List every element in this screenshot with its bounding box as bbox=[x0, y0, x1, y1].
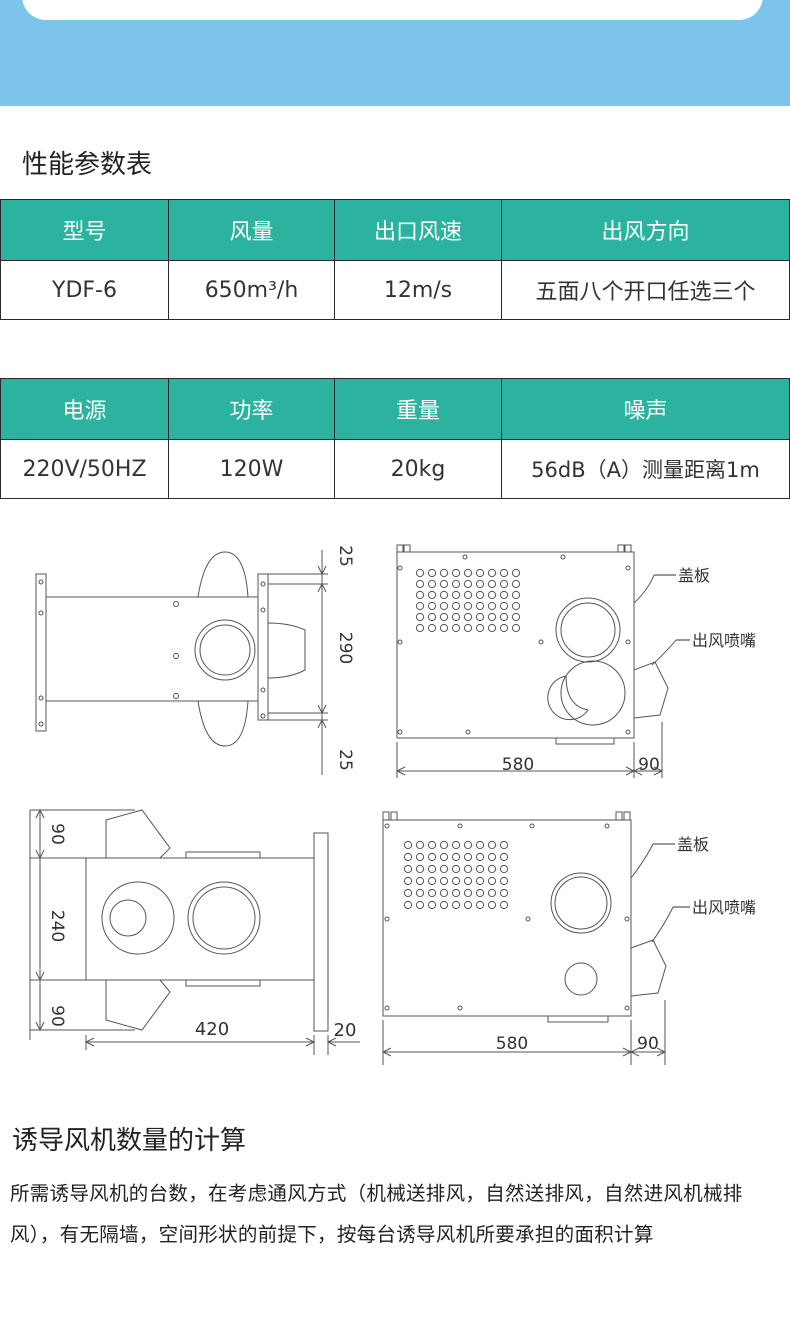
perf-table-title: 性能参数表 bbox=[22, 150, 153, 180]
front-view-top-right bbox=[395, 544, 690, 778]
table-row: 220V/50HZ 120W 20kg 56dB（A）测量距离1m bbox=[0, 439, 790, 499]
technical-drawing: 25 290 25 盖板 出风喷嘴 580 90 bbox=[29, 544, 756, 1065]
top-banner bbox=[0, 0, 790, 106]
label-nozzle-bottom: 出风喷嘴 bbox=[692, 898, 756, 917]
dim-240: 240 bbox=[47, 910, 67, 942]
table-row: YDF-6 650m³/h 12m/s 五面八个开口任选三个 bbox=[0, 260, 790, 320]
dim-290: 290 bbox=[335, 632, 355, 664]
table-cell: 120W bbox=[168, 439, 335, 499]
dim-90-top: 90 bbox=[638, 755, 660, 775]
label-nozzle-top: 出风喷嘴 bbox=[692, 631, 756, 650]
side-view-top-left bbox=[35, 550, 328, 775]
calc-section-title: 诱导风机数量的计算 bbox=[12, 1126, 247, 1156]
dim-top-25: 25 bbox=[335, 545, 355, 567]
front-view-bottom-right bbox=[381, 811, 690, 1065]
table-cell: 12m/s bbox=[334, 260, 502, 320]
dim-left-90-bottom: 90 bbox=[47, 1005, 67, 1027]
table-cell: 650m³/h bbox=[168, 260, 335, 320]
table-header-cell: 重量 bbox=[334, 378, 502, 440]
table-header-cell: 电源 bbox=[0, 378, 169, 440]
table-cell: 220V/50HZ bbox=[0, 439, 169, 499]
table-header-cell: 型号 bbox=[0, 199, 169, 261]
dim-580-top: 580 bbox=[502, 755, 534, 775]
spec-table-2: 电源 功率 重量 噪声 220V/50HZ 120W 20kg 56dB（A）测… bbox=[0, 378, 790, 499]
dim-20: 20 bbox=[334, 1020, 357, 1041]
table-header-cell: 风量 bbox=[168, 199, 335, 261]
dim-90-bottom: 90 bbox=[637, 1034, 659, 1054]
label-cover-top: 盖板 bbox=[678, 566, 710, 585]
dim-left-90-top: 90 bbox=[47, 823, 67, 845]
table-cell: 56dB（A）测量距离1m bbox=[501, 439, 790, 499]
table-cell: YDF-6 bbox=[0, 260, 169, 320]
banner-card bbox=[22, 0, 763, 20]
table-cell: 20kg bbox=[334, 439, 502, 499]
table-header-cell: 功率 bbox=[168, 378, 335, 440]
dim-420: 420 bbox=[195, 1019, 229, 1040]
table-header-cell: 出风方向 bbox=[501, 199, 790, 261]
calc-section-body: 所需诱导风机的台数，在考虑通风方式（机械送排风，自然送排风，自然进风机械排风），… bbox=[10, 1182, 743, 1246]
vent-hole-grid bbox=[403, 840, 509, 910]
dim-580-bottom: 580 bbox=[496, 1034, 528, 1054]
table-header-row: 电源 功率 重量 噪声 bbox=[0, 378, 790, 440]
label-cover-bottom: 盖板 bbox=[677, 835, 709, 854]
table-header-cell: 噪声 bbox=[501, 378, 790, 440]
side-view-bottom-left bbox=[29, 808, 360, 1055]
spec-table-1: 型号 风量 出口风速 出风方向 YDF-6 650m³/h 12m/s 五面八个… bbox=[0, 199, 790, 320]
table-cell: 五面八个开口任选三个 bbox=[501, 260, 790, 320]
table-header-cell: 出口风速 bbox=[334, 199, 502, 261]
vent-hole-grid bbox=[415, 568, 521, 633]
table-header-row: 型号 风量 出口风速 出风方向 bbox=[0, 199, 790, 261]
dim-bottom-25: 25 bbox=[335, 749, 355, 771]
